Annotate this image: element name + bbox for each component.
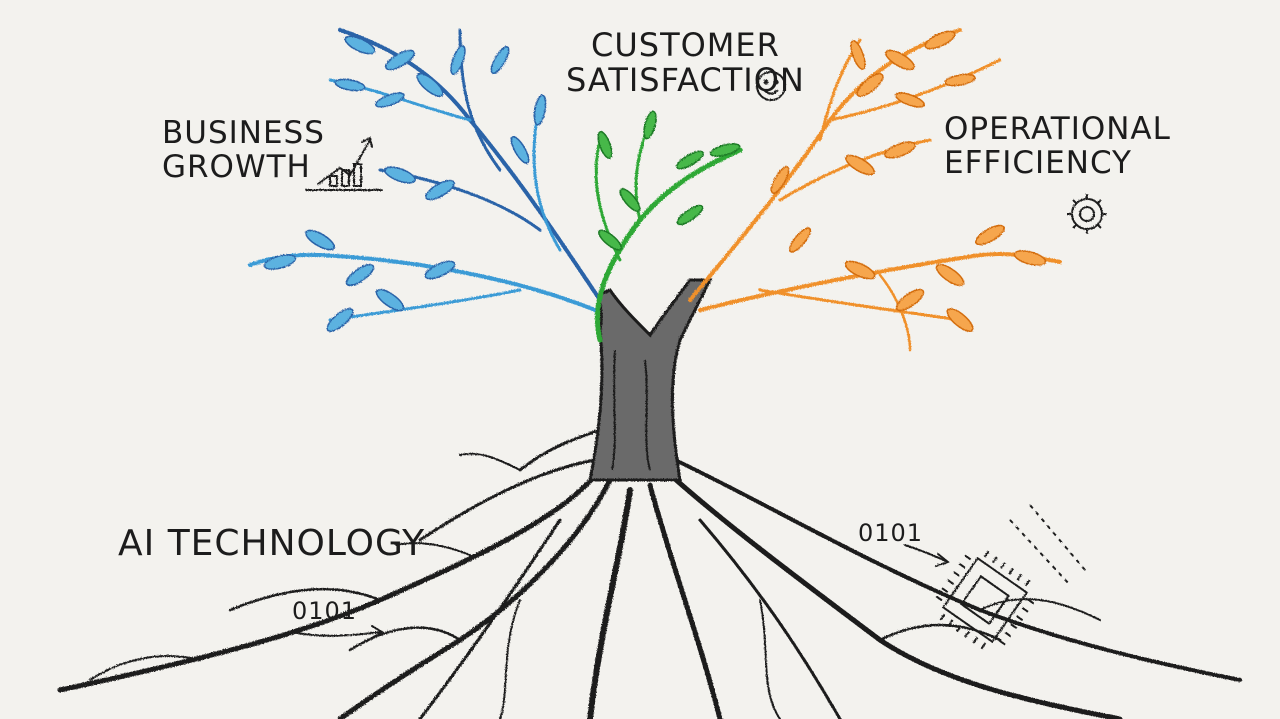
business-growth-line1: BUSINESS xyxy=(162,115,325,151)
gear-icon xyxy=(1067,194,1107,234)
customer-satisfaction-line2: SATISFACTION xyxy=(566,61,805,100)
business-growth-label: BUSINESS GROWTH xyxy=(162,116,325,184)
binary-left-label: 0101 xyxy=(292,597,358,625)
operational-efficiency-line1: OPERATIONAL xyxy=(944,111,1171,147)
operational-branch xyxy=(688,28,1062,352)
business-branch xyxy=(248,28,602,333)
binary-left-arrow xyxy=(291,631,381,637)
customer-satisfaction-label: CUSTOMER SATISFACTION xyxy=(566,26,805,100)
roots xyxy=(57,428,1242,719)
smiley-icon xyxy=(756,71,786,101)
ai-technology-label: AI TECHNOLOGY xyxy=(118,523,426,564)
pointer-arrows xyxy=(291,189,951,639)
ai-technology-arrow xyxy=(395,542,471,556)
trunk xyxy=(588,278,713,482)
binary-right-label: 0101 xyxy=(858,519,924,547)
customer-branch xyxy=(594,110,743,343)
customer-satisfaction-line1: CUSTOMER xyxy=(590,26,780,64)
binary-right-arrow xyxy=(904,544,949,563)
operational-efficiency-line2: EFFICIENCY xyxy=(944,145,1132,182)
operational-efficiency-label: OPERATIONAL EFFICIENCY xyxy=(944,112,1171,180)
microchip-icon xyxy=(935,504,1086,650)
business-growth-line2: GROWTH xyxy=(162,149,311,186)
